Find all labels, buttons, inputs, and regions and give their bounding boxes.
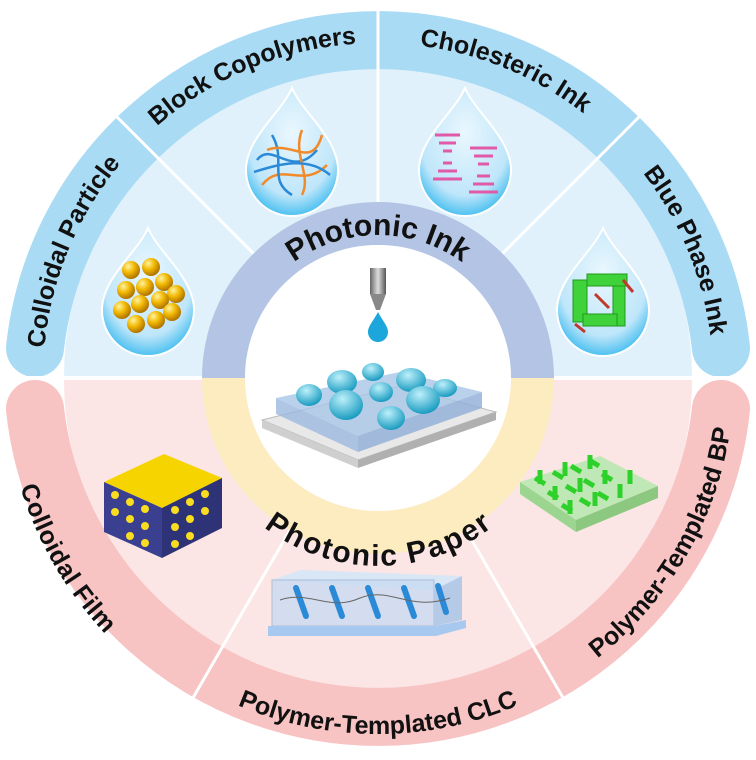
photonic-paper-substrate-icon	[260, 363, 498, 468]
polymer-templated-clc-icon	[268, 570, 466, 636]
block-copolymer-droplet-icon	[245, 87, 339, 217]
photonic-paper-ring	[202, 378, 554, 554]
blue-phase-droplet-icon	[556, 227, 650, 357]
printing-nozzle-icon	[368, 268, 388, 342]
photonic-ink-ring	[202, 202, 554, 378]
cholesteric-droplet-icon	[418, 87, 512, 217]
colloidal-particle-droplet-icon	[101, 227, 195, 357]
colloidal-film-cube-icon	[104, 454, 222, 558]
polymer-templated-bp-icon	[520, 455, 658, 532]
paper-outer-band	[6, 380, 750, 746]
